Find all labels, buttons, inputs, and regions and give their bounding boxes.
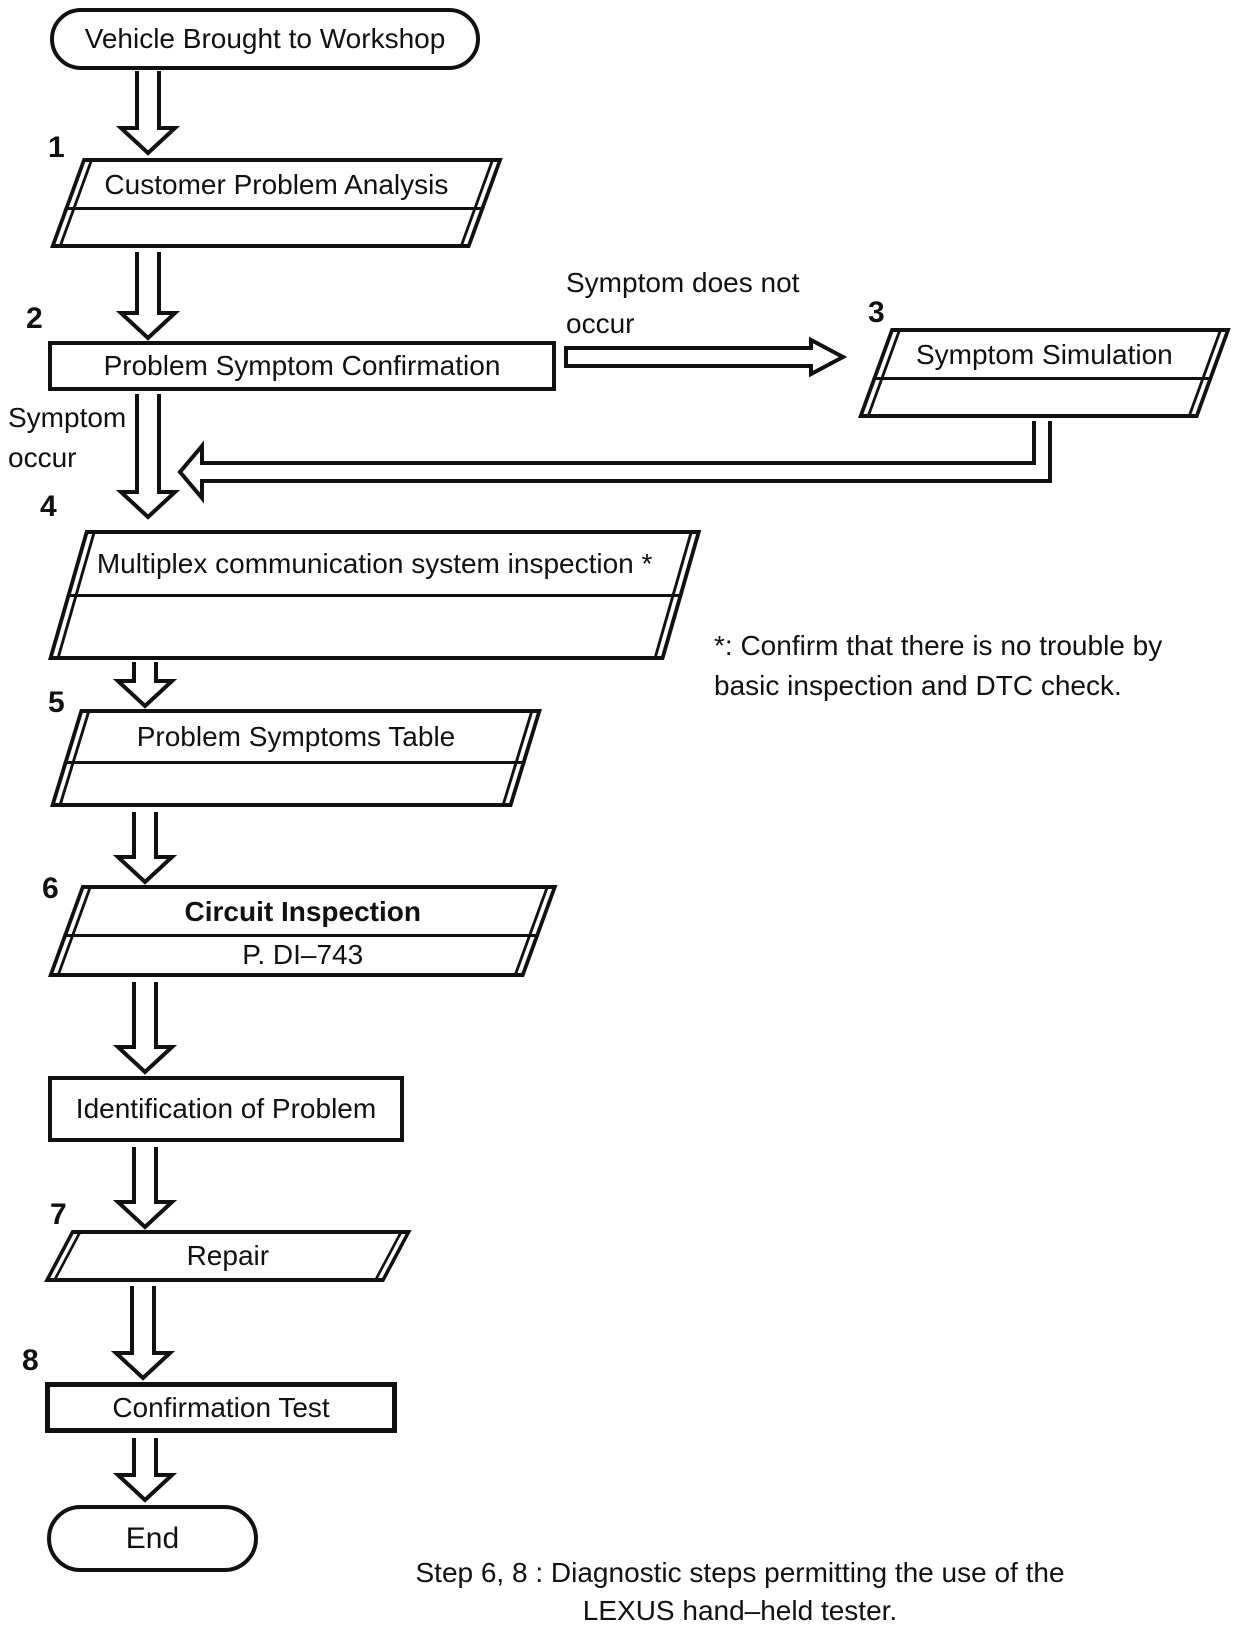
flow-arrow-step4-to-step5: [112, 662, 178, 709]
flow-arrow-step2-to-step4: [115, 394, 181, 520]
step7-parallelogram: Repair: [44, 1230, 412, 1282]
step1-number: 1: [48, 131, 65, 164]
identification-label: Identification of Problem: [75, 1093, 377, 1124]
caption-line2: LEXUS hand–held tester.: [582, 1595, 898, 1626]
edge-label-symptom-occur: Symptom occur: [8, 402, 127, 473]
step6-number: 6: [42, 872, 59, 905]
start-node: Vehicle Brought to Workshop: [50, 8, 480, 70]
step8-label: Confirmation Test: [112, 1391, 330, 1423]
step8-number: 8: [22, 1344, 39, 1377]
step6-parallelogram: Circuit Inspection P. DI–743: [48, 885, 558, 977]
step2-rectangle: Problem Symptom Confirmation: [48, 341, 556, 391]
identification-rectangle: Identification of Problem: [48, 1076, 404, 1142]
step8-rectangle: Confirmation Test: [45, 1382, 397, 1433]
step1-parallelogram: Customer Problem Analysis: [50, 158, 503, 248]
step5-label: Problem Symptoms Table: [136, 721, 456, 752]
figure-caption: Step 6, 8 : Diagnostic steps permitting …: [380, 1554, 1100, 1630]
step3-label: Symptom Simulation: [915, 338, 1173, 370]
step6-label: Circuit Inspection: [184, 895, 421, 927]
step1-label: Customer Problem Analysis: [104, 168, 449, 200]
step2-number: 2: [26, 302, 43, 335]
flow-arrow-step2-to-step3: [564, 336, 848, 378]
end-node-label: End: [125, 1521, 180, 1555]
flow-arrow-start-to-step1: [115, 71, 181, 156]
step7-number: 7: [50, 1198, 67, 1231]
flow-arrow-step5-to-step6: [112, 812, 178, 885]
flow-arrow-step8-to-end: [112, 1438, 178, 1503]
edge-label-symptom-does-not-occur: Symptom does not occur: [566, 267, 800, 339]
step3-number: 3: [868, 296, 885, 329]
step5-number: 5: [48, 686, 65, 719]
step4-number: 4: [40, 490, 57, 523]
caption-line1: Step 6, 8 : Diagnostic steps permitting …: [415, 1557, 1065, 1588]
step4-label: Multiplex communication system inspectio…: [96, 548, 653, 579]
step5-parallelogram: Problem Symptoms Table: [50, 709, 542, 807]
flow-arrow-step6-to-identification: [112, 982, 178, 1075]
flow-arrow-step1-to-step2: [115, 252, 181, 341]
flow-arrow-step3-return: [177, 421, 1052, 504]
end-node: End: [47, 1505, 258, 1572]
start-node-label: Vehicle Brought to Workshop: [84, 23, 446, 54]
flow-arrow-step7-to-step8: [110, 1286, 176, 1381]
step4-parallelogram: Multiplex communication system inspectio…: [48, 530, 702, 660]
step2-label: Problem Symptom Confirmation: [103, 350, 501, 381]
flow-arrow-identification-to-step7: [112, 1147, 178, 1230]
step3-parallelogram: Symptom Simulation: [858, 328, 1231, 418]
step6-reference: P. DI–743: [242, 939, 364, 970]
asterisk-footnote: *: Confirm that there is no trouble by b…: [714, 630, 1163, 701]
step7-label: Repair: [186, 1240, 270, 1271]
